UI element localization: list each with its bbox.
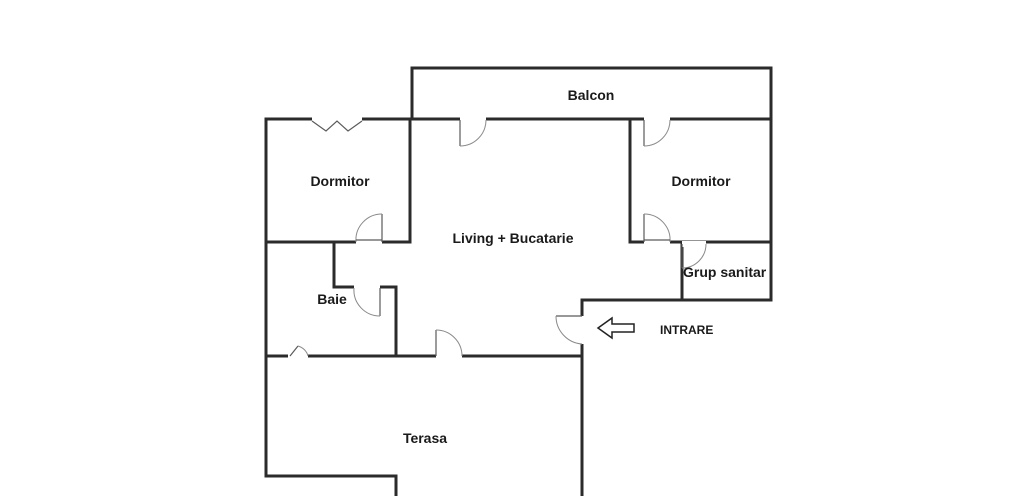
room-label-baie: Baie (317, 291, 347, 307)
dormitor-left-walls (264, 117, 412, 244)
room-label-balcon: Balcon (568, 87, 615, 103)
room-label-living: Living + Bucatarie (453, 230, 574, 246)
room-label-dormitor-left: Dormitor (310, 173, 370, 189)
doors (288, 116, 707, 359)
arrow-left-icon (596, 316, 635, 340)
terasa-walls (264, 474, 398, 496)
room-label-terasa: Terasa (403, 430, 447, 446)
room-label-dormitor-right: Dormitor (671, 173, 731, 189)
entrance-label: INTRARE (660, 323, 713, 337)
room-label-grup-sanitar: Grup sanitar (683, 264, 767, 280)
balcon-walls (410, 66, 773, 120)
baie-walls (264, 240, 584, 358)
